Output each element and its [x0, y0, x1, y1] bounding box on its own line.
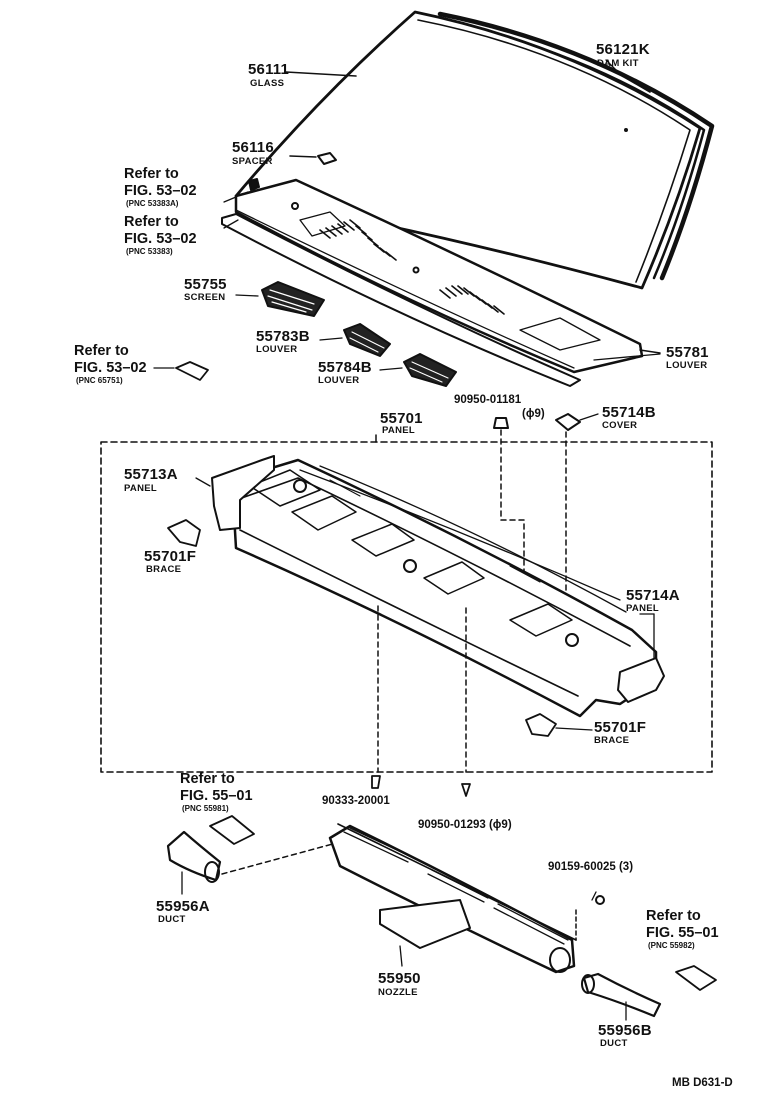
part-number-panel-right: 55714A — [626, 587, 680, 604]
part-name-panel: PANEL — [382, 425, 415, 436]
duct-a-part — [166, 830, 341, 895]
part-number-brace-right: 55701F — [594, 719, 647, 736]
part-name-louver: LOUVER — [666, 360, 708, 371]
ref1-line1: Refer to — [124, 166, 179, 182]
leader-lines — [593, 59, 661, 361]
cowl-louver — [221, 178, 661, 387]
part-name-brace-left: BRACE — [146, 564, 182, 575]
duct-b-part — [581, 965, 717, 1021]
part-name-screen: SCREEN — [184, 292, 226, 303]
ref2-pnc: (PNC 53383) — [126, 247, 173, 256]
ref2-line1: Refer to — [124, 214, 179, 230]
windshield-glass — [234, 10, 715, 290]
part-number-nozzle: 55950 — [378, 970, 421, 987]
part-number-dam-kit: 56121K — [596, 41, 650, 58]
part-number-cover: 55714B — [602, 404, 656, 421]
part-number-screw: 90159-60025 (3) — [548, 861, 634, 873]
part-number-louver-b: 55783B — [256, 328, 310, 345]
part-name-panel-right: PANEL — [626, 603, 659, 614]
ref3-line2: FIG. 53–02 — [74, 360, 147, 376]
part-number-duct-b: 55956B — [598, 1022, 652, 1039]
part-number-glass: 56111 — [248, 61, 290, 78]
ref5-line2: FIG. 55–01 — [646, 925, 719, 941]
duct-clip-part — [209, 815, 255, 845]
part-number-louver: 55781 — [666, 344, 709, 361]
part-name-duct-b: DUCT — [600, 1038, 628, 1049]
part-name-duct-a: DUCT — [158, 914, 186, 925]
ref2-line2: FIG. 53–02 — [124, 231, 197, 247]
part-number-spacer: 56116 — [232, 139, 274, 156]
part-name-cover: COVER — [602, 420, 638, 431]
part-number-brace-left: 55701F — [144, 548, 197, 565]
ref4-pnc: (PNC 55981) — [182, 804, 229, 813]
part-number-clip-left: 90333-20001 — [322, 795, 390, 807]
part-name-nozzle: NOZZLE — [378, 987, 418, 998]
part-number-panel: 55701 — [380, 410, 423, 427]
part-name-dam-kit: DAM KIT — [597, 58, 639, 69]
ref4-line2: FIG. 55–01 — [180, 788, 253, 804]
spacer-part — [289, 152, 337, 165]
cowl-panel — [230, 458, 658, 718]
lower-clips — [371, 605, 471, 797]
part-number-screen: 55755 — [184, 276, 227, 293]
part-name-brace-right: BRACE — [594, 735, 630, 746]
nozzle-part — [328, 823, 577, 974]
part-number-duct-a: 55956A — [156, 898, 210, 915]
part-number-louver-b2: 55784B — [318, 359, 372, 376]
figure-code: MB D631-D — [672, 1077, 733, 1089]
clip-top-note: (ϕ9) — [522, 408, 545, 420]
ref4-line1: Refer to — [180, 771, 235, 787]
side-panel-left — [195, 455, 275, 531]
part-number-panel-a: 55713A — [124, 466, 178, 483]
part-name-spacer: SPACER — [232, 156, 273, 167]
part-number-clip-right: 90950-01293 (ϕ9) — [418, 819, 512, 831]
screw-part — [575, 891, 605, 941]
part-name-panel-a: PANEL — [124, 483, 157, 494]
part-number-clip-top: 90950-01181 — [454, 394, 522, 406]
louver-part-b — [319, 323, 391, 357]
ref5-line1: Refer to — [646, 908, 701, 924]
ref3-line1: Refer to — [74, 343, 129, 359]
ref1-pnc: (PNC 53383A) — [126, 199, 179, 208]
screen-part — [235, 281, 325, 317]
ref1-line2: FIG. 53–02 — [124, 183, 197, 199]
ref5-pnc: (PNC 55982) — [648, 941, 695, 950]
part-name-glass: GLASS — [250, 78, 285, 89]
part-name-louver-b2: LOUVER — [318, 375, 360, 386]
part-name-louver-b: LOUVER — [256, 344, 298, 355]
hood-seal-part — [153, 361, 209, 381]
panel-group-boundary — [100, 434, 713, 773]
side-panel-right — [617, 613, 665, 703]
ref3-pnc: (PNC 65751) — [76, 376, 123, 385]
brace-right — [525, 713, 593, 737]
louver-part-b2 — [379, 353, 457, 387]
brace-left — [167, 519, 201, 547]
